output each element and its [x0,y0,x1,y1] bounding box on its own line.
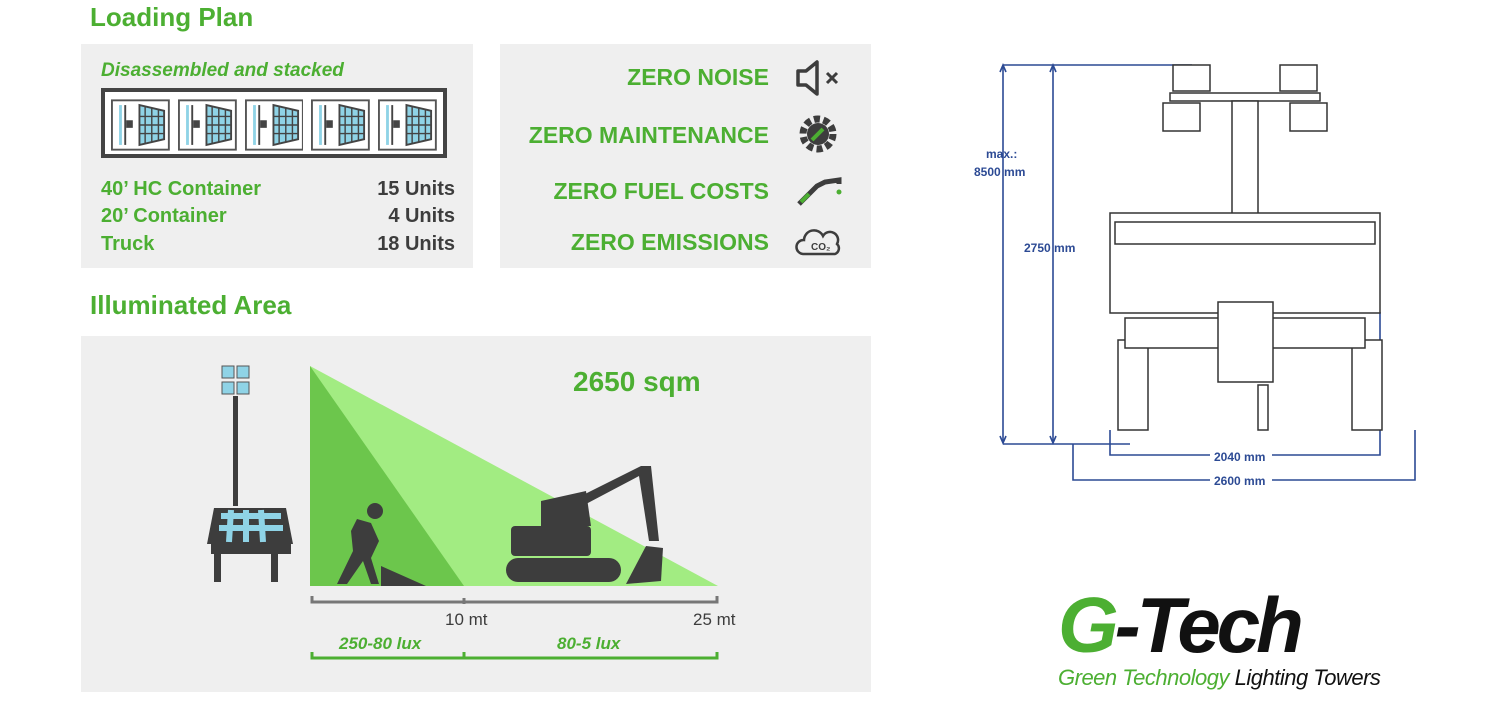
worker-icon [337,503,426,586]
loading-row: Truck 18 Units [101,233,455,256]
row-label: Truck [101,233,155,255]
logo-brand: G-Tech [1058,581,1304,669]
tagline-green: Green Technology [1058,665,1229,690]
co2-cloud-icon: CO₂ [795,229,841,256]
excavator-icon [506,466,663,584]
stacked-unit-icon [244,99,304,151]
distance-scale [310,596,719,604]
row-label: 20’ Container [101,205,227,227]
illumination-diagram [207,365,719,660]
tagline-dark: Lighting Towers [1234,665,1381,690]
features-panel: ZERO NOISE ZERO MAINTENANCE ZERO FUEL CO… [500,44,871,268]
feature-zero-noise: ZERO NOISE [627,64,769,90]
row-label: 40’ HC Container [101,178,262,200]
area-value: 2650 sqm [573,366,701,397]
lux-zone-2: 80-5 lux [557,634,621,653]
loading-plan-panel: Disassembled and stacked 40’ HC Containe… [81,44,473,268]
max-label: max.: [986,147,1017,161]
width-outer-label: 2600 mm [1214,474,1265,488]
stacked-unit-icon [111,99,170,151]
stacked-unit-icon [177,99,237,151]
logo-tagline: Green Technology Lighting Towers [1058,665,1381,691]
dimension-lines [999,62,1416,481]
height-label: 2750 mm [1024,241,1075,255]
tick-25mt: 25 mt [693,610,736,629]
light-zone-inner [310,366,464,586]
row-value: 18 Units [377,233,455,255]
tower-dimension-drawing: max.: 8500 mm 2750 mm 2040 mm 2600 mm [974,62,1416,488]
illuminated-area-title: Illuminated Area [90,290,292,320]
row-value: 15 Units [377,178,455,200]
fuel-nozzle-icon [797,177,842,206]
stacked-unit-icon [311,99,371,151]
gtech-logo: G-Tech Green Technology Lighting Towers [1058,581,1381,691]
lux-zone-1: 250-80 lux [339,634,422,653]
loading-row: 40’ HC Container 15 Units [101,178,455,201]
speaker-mute-icon [796,60,839,96]
tick-10mt: 10 mt [445,610,488,629]
stacked-unit-icon [378,99,437,151]
svg-text:CO₂: CO₂ [811,242,830,253]
gear-wrench-icon [799,115,837,153]
loading-row: 20’ Container 4 Units [101,205,455,228]
width-inner-label: 2040 mm [1214,450,1265,464]
illuminated-panel: 2650 sqm 10 mt 25 mt 250-80 lux 80-5 lux [81,336,871,692]
container-icon [101,88,447,158]
lighting-tower-icon [207,365,293,582]
feature-zero-emissions: ZERO EMISSIONS [570,229,769,255]
lux-scale [310,652,719,660]
loading-plan-title: Loading Plan [90,2,254,32]
feature-zero-maintenance: ZERO MAINTENANCE [528,122,769,148]
feature-zero-fuel-costs: ZERO FUEL COSTS [553,178,769,204]
tower-drawing [1109,64,1383,431]
loading-subtitle: Disassembled and stacked [101,60,344,81]
row-value: 4 Units [388,205,455,227]
max-height-label: 8500 mm [974,165,1025,179]
